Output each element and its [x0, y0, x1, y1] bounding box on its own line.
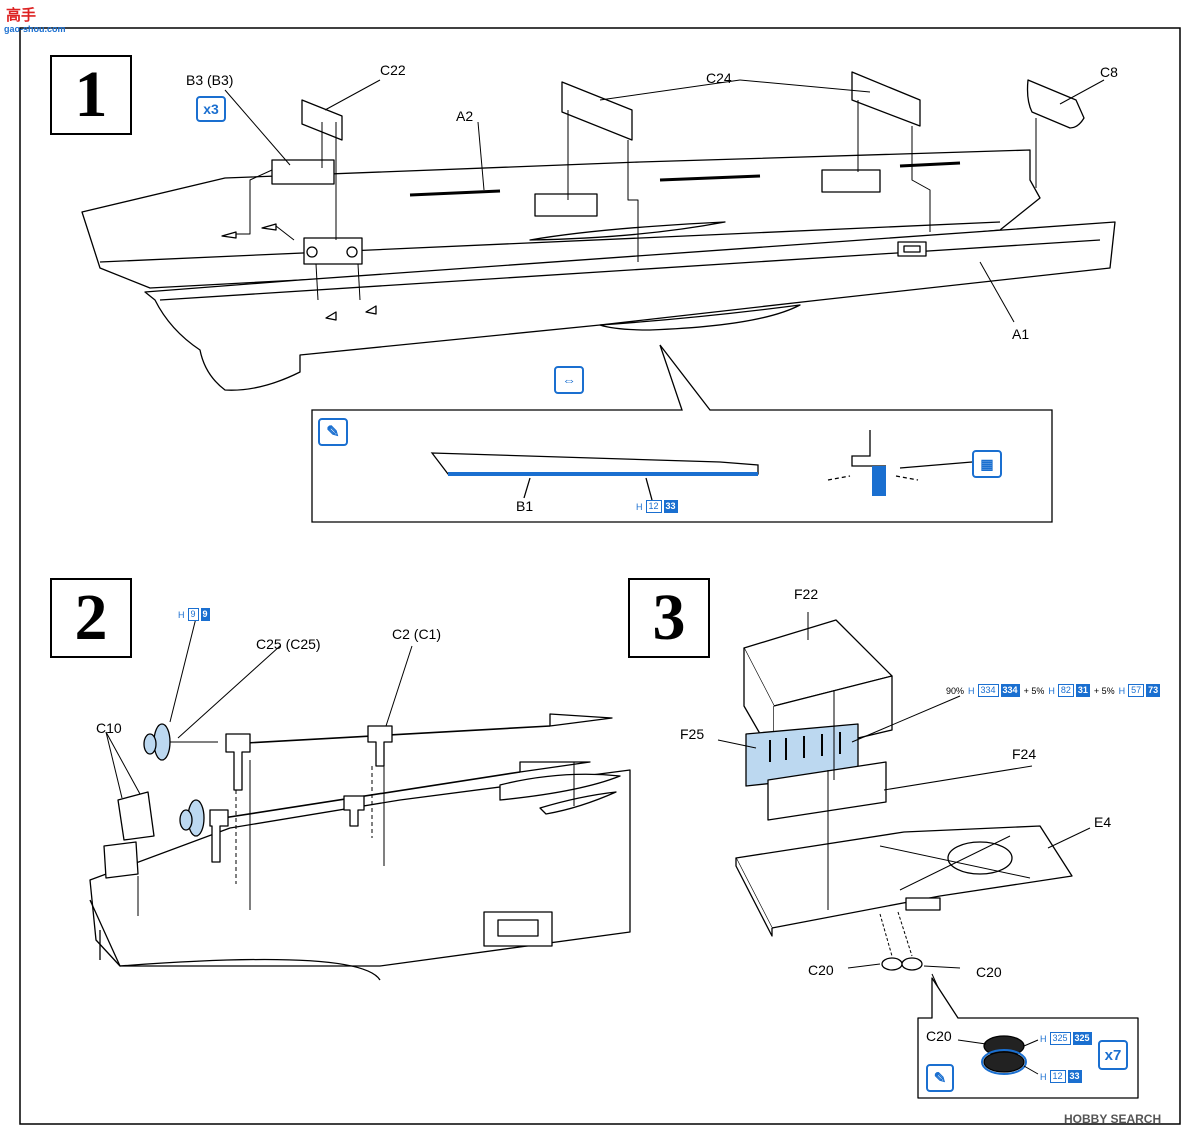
- paint-brush-icon: ✎: [318, 418, 348, 446]
- part-f24: [767, 761, 887, 821]
- step1-hull: [81, 71, 1116, 391]
- part-a1-hull: [144, 221, 1116, 391]
- label-c10: C10: [96, 720, 122, 736]
- label-c20-detail: C20: [926, 1028, 952, 1044]
- label-c8: C8: [1100, 64, 1118, 80]
- part-e4: [735, 825, 1073, 929]
- mix-percent-2: + 5%: [1023, 685, 1045, 696]
- paint-outline-code: 9: [187, 608, 199, 621]
- label-b1: B1: [516, 498, 534, 514]
- paint-filled-code: 73: [1146, 684, 1161, 697]
- part-c20-left: [881, 957, 903, 971]
- label-a2: A2: [456, 108, 474, 124]
- step3-detail-box: [917, 977, 1139, 1099]
- paint-code-h9: H 9 9: [178, 608, 210, 621]
- part-c24-b: [851, 71, 921, 127]
- label-c20-right: C20: [976, 964, 1002, 980]
- label-c20-left: C20: [808, 962, 834, 978]
- paint-prefix: H: [1040, 1033, 1047, 1044]
- step3-assembly: [717, 612, 1139, 1099]
- page-frame: [19, 27, 1181, 1125]
- paint-prefix: H: [178, 609, 185, 620]
- attach-both-sides-icon: ⇔: [554, 366, 584, 394]
- paint-prefix: H: [1118, 685, 1126, 696]
- part-b3: [271, 159, 335, 185]
- step2-stern: [89, 617, 631, 981]
- paint-filled-code: 334: [1000, 684, 1020, 697]
- label-e4: E4: [1094, 814, 1112, 830]
- paint-code-h12: H 12 33: [636, 500, 678, 513]
- label-c22: C22: [380, 62, 406, 78]
- hull-bulge: [599, 304, 801, 331]
- part-c2-a: [225, 733, 251, 791]
- part-c24-a: [561, 81, 633, 141]
- paint-outline-code: 12: [1049, 1070, 1066, 1083]
- paint-outline-code: 12: [645, 500, 662, 513]
- shaft-2: [209, 771, 521, 821]
- deck-lift: [529, 221, 726, 241]
- paint-outline-code: 325: [1049, 1032, 1071, 1045]
- part-c8: [1026, 79, 1085, 129]
- deck-slot-1: [409, 189, 501, 197]
- label-c25: C25 (C25): [256, 636, 321, 652]
- paint-outline-code: 82: [1057, 684, 1074, 697]
- part-c2-b: [367, 725, 393, 767]
- step1-detail-box: [311, 344, 1053, 523]
- step2-number: 2: [50, 578, 132, 658]
- hull-waterline: [159, 239, 1101, 301]
- deck-slot-3: [899, 161, 961, 168]
- paint-prefix: H: [1048, 685, 1055, 696]
- paint-outline-code: 57: [1128, 684, 1145, 697]
- paint-outline-code: 334: [977, 684, 999, 697]
- label-c2: C2 (C1): [392, 626, 442, 642]
- part-c10: [117, 791, 155, 841]
- multiplier-x3-icon: x3: [196, 96, 226, 122]
- paint-code-h325: H 325 325: [1040, 1032, 1092, 1045]
- deck-edge-line: [99, 221, 1001, 263]
- paint-mix-formula: 90% H 334 334 + 5% H 82 31 + 5% H 57 73: [944, 684, 1161, 697]
- part-c22: [301, 99, 343, 141]
- watermark-url: gao-shou.com: [4, 24, 66, 34]
- paint-filled-code: 33: [663, 500, 678, 513]
- paint-filled-code: 9: [200, 608, 210, 621]
- label-c24: C24: [706, 70, 732, 86]
- paint-prefix: H: [636, 501, 643, 512]
- multiplier-x7-icon: x7: [1098, 1040, 1128, 1070]
- deck-slot-2: [659, 174, 761, 182]
- label-f22: F22: [794, 586, 819, 602]
- part-c20-right: [901, 957, 923, 971]
- step3-number: 3: [628, 578, 710, 658]
- watermark-site: 高手: [6, 7, 37, 24]
- paint-filled-code: 325: [1072, 1032, 1092, 1045]
- paint-filled-code: 33: [1067, 1070, 1082, 1083]
- step1-number: 1: [50, 55, 132, 135]
- mix-percent-1: 90%: [946, 685, 965, 696]
- label-b3: B3 (B3): [186, 72, 234, 88]
- paint-filled-code: 31: [1075, 684, 1090, 697]
- mix-percent-3: + 5%: [1093, 685, 1115, 696]
- paint-brush-icon: ✎: [926, 1064, 954, 1092]
- label-a1: A1: [1012, 326, 1030, 342]
- label-f24: F24: [1012, 746, 1037, 762]
- paint-prefix: H: [1040, 1071, 1047, 1082]
- watermark-hobbysearch: HOBBY SEARCH: [1064, 1112, 1162, 1126]
- paint-prefix: H: [968, 685, 975, 696]
- part-b1: [430, 452, 759, 475]
- label-f25: F25: [680, 726, 705, 742]
- paint-stripe-icon: ▦: [972, 450, 1002, 478]
- paint-code-h12-detail: H 12 33: [1040, 1070, 1082, 1083]
